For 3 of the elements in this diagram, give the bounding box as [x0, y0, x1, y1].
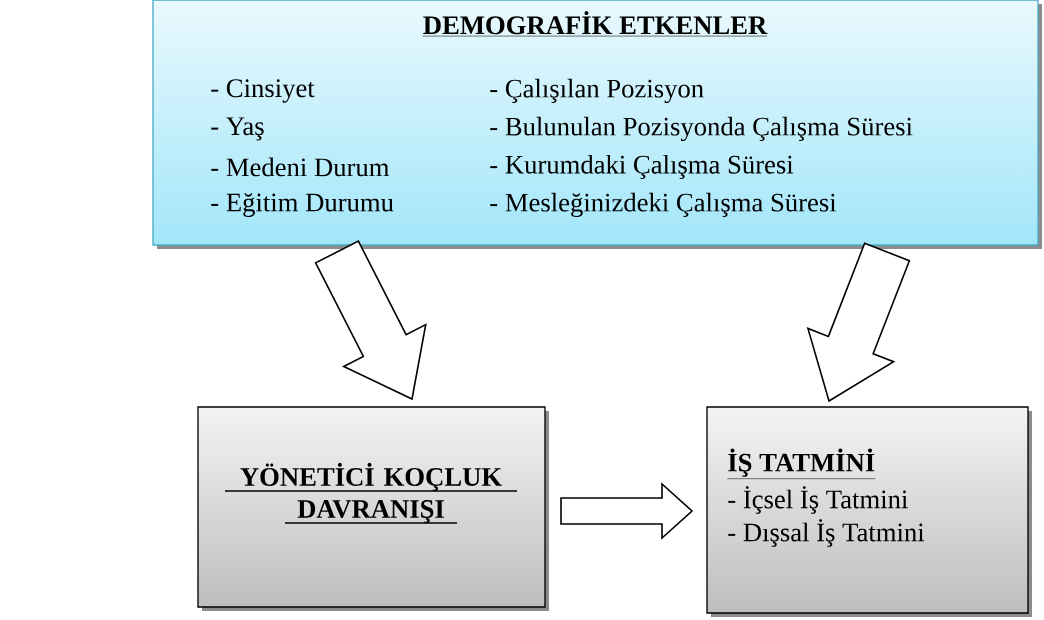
block-arrow [806, 242, 911, 403]
block-arrow [314, 240, 427, 401]
block-arrow [560, 482, 694, 540]
